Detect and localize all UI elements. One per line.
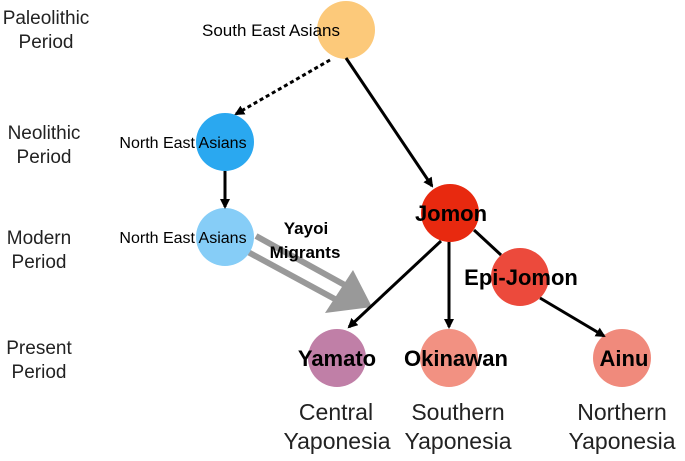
period-present-line1: Present <box>6 338 72 359</box>
yayoi-migrants-label: Yayoi Migrants <box>270 219 341 262</box>
region-southern-line2: Yaponesia <box>405 428 512 454</box>
node-okinawan-label: Okinawan <box>404 346 508 371</box>
node-south-east-asians-label: South East Asians <box>202 21 340 40</box>
period-paleolithic-line1: Paleolithic <box>3 8 90 29</box>
region-northern: Northern Yaponesia <box>569 399 676 454</box>
region-central: Central Yaponesia <box>284 399 391 454</box>
node-north-east-asians-neolithic: North East Asians <box>119 113 254 171</box>
period-modern-line1: Modern <box>7 228 71 249</box>
node-ainu: Ainu <box>593 329 651 387</box>
node-yamato-circle <box>308 329 366 387</box>
period-neolithic-line1: Neolithic <box>8 123 81 144</box>
node-jomon-label: Jomon <box>415 201 487 226</box>
region-central-line2: Yaponesia <box>284 428 391 454</box>
node-north-east-asians-neolithic-circle <box>196 113 254 171</box>
region-southern: Southern Yaponesia <box>405 399 512 454</box>
node-yamato: Yamato <box>298 329 376 387</box>
period-neolithic: Neolithic Period <box>8 123 81 168</box>
arrow-sea-to-jomon <box>344 57 434 188</box>
period-present-line2: Period <box>12 362 67 383</box>
period-modern-line2: Period <box>12 252 67 273</box>
lineage-arrows <box>220 57 606 338</box>
node-epi-jomon-label: Epi-Jomon <box>464 265 578 290</box>
arrow-jomon-to-epi-jomon <box>472 228 503 257</box>
region-northern-line2: Yaponesia <box>569 428 676 454</box>
arrow-jomon-to-yamato <box>347 239 443 329</box>
region-northern-line1: Northern <box>577 399 666 425</box>
node-jomon: Jomon <box>415 184 487 242</box>
node-yamato-label: Yamato <box>298 346 376 371</box>
node-north-east-asians-modern: North East Asians <box>119 208 254 266</box>
period-paleolithic-line2: Period <box>19 32 74 53</box>
region-central-line1: Central <box>299 399 373 425</box>
node-ainu-circle <box>593 329 651 387</box>
node-north-east-asians-modern-circle <box>196 208 254 266</box>
node-south-east-asians: South East Asians <box>202 1 375 59</box>
yayoi-migrants-line2: Migrants <box>270 243 341 262</box>
node-okinawan: Okinawan <box>404 329 508 387</box>
arrow-sea-to-nea-dotted <box>234 58 331 116</box>
node-okinawan-circle <box>420 329 478 387</box>
node-epi-jomon: Epi-Jomon <box>464 248 578 306</box>
migration-arrow-shaft-lower <box>246 249 346 307</box>
node-north-east-asians-modern-label: North East Asians <box>119 230 246 247</box>
migration-arrow-head <box>325 270 372 313</box>
arrow-epi-jomon-to-ainu <box>539 296 606 338</box>
period-present: Present Period <box>6 338 72 383</box>
yayoi-migration-arrow <box>246 233 372 313</box>
period-modern: Modern Period <box>7 228 71 273</box>
node-ainu-label: Ainu <box>600 346 649 371</box>
node-north-east-asians-neolithic-label: North East Asians <box>119 135 246 152</box>
yayoi-migrants-line1: Yayoi <box>284 219 328 238</box>
node-epi-jomon-circle <box>491 248 549 306</box>
region-southern-line1: Southern <box>411 399 504 425</box>
node-jomon-circle <box>421 184 479 242</box>
migration-arrow-shaft-upper <box>254 233 354 292</box>
node-south-east-asians-circle <box>317 1 375 59</box>
period-paleolithic: Paleolithic Period <box>3 8 90 53</box>
period-neolithic-line2: Period <box>17 147 72 168</box>
